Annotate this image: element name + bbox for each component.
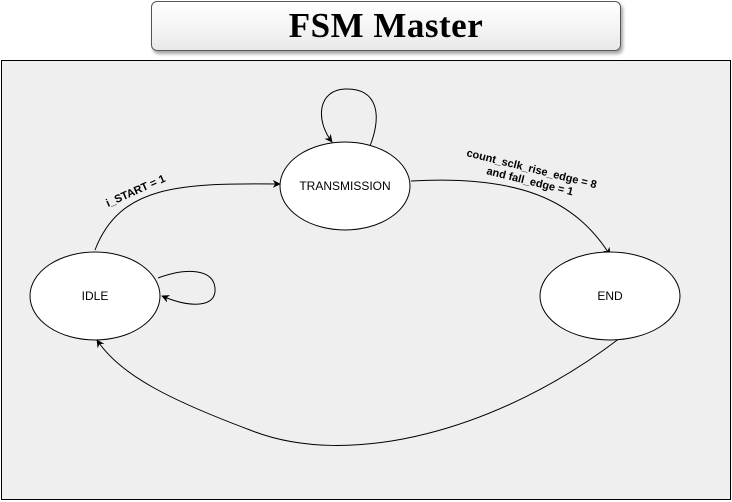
- state-idle: IDLE: [29, 251, 161, 341]
- state-transmission: TRANSMISSION: [279, 141, 411, 231]
- edge-transmission-to-end: [410, 179, 611, 256]
- self-loop-idle: [157, 270, 216, 305]
- self-loop-transmission: [320, 88, 377, 147]
- diagram-title: FSM Master: [288, 6, 484, 45]
- title-box: FSM Master: [151, 1, 621, 51]
- edge-idle-to-transmission: [94, 179, 281, 251]
- state-transmission-label: TRANSMISSION: [299, 179, 390, 193]
- state-end-label: END: [597, 289, 623, 303]
- state-idle-label: IDLE: [82, 289, 109, 303]
- edge-end-to-idle: [96, 337, 621, 446]
- state-end: END: [539, 251, 681, 341]
